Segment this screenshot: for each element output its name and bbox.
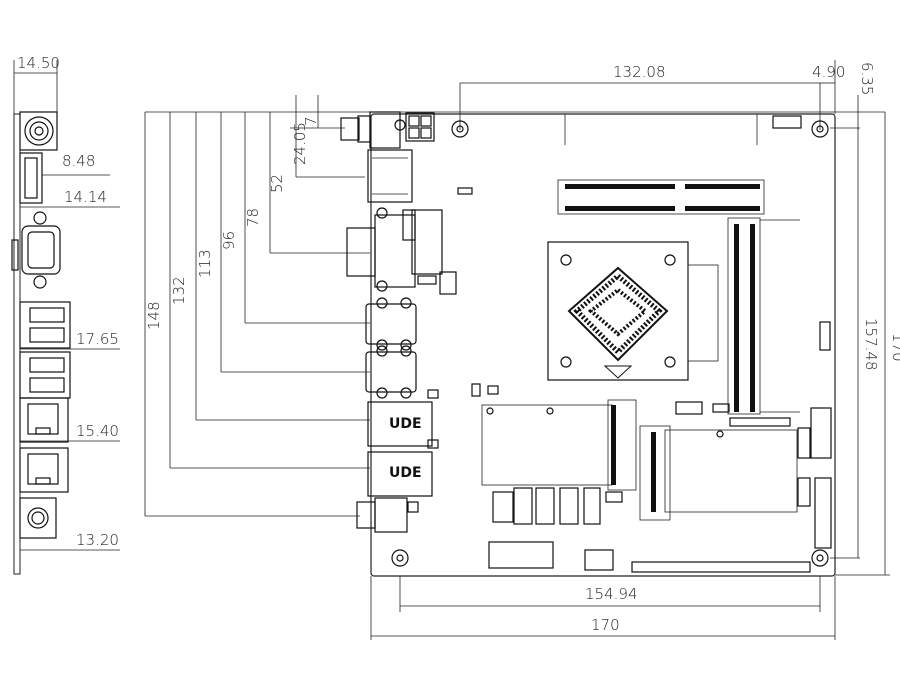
- side-lan-1: [19, 397, 69, 443]
- mini-pcie-slot-2: [639, 401, 798, 521]
- side-lan-2: [19, 447, 69, 493]
- dim-com-port: 52: [268, 174, 286, 193]
- top-view: 132.08 4.90 6.35 154.94 170 157.48 170 7…: [144, 60, 900, 640]
- dim-board-width: 170: [591, 616, 620, 634]
- dim-board-height: 170: [889, 333, 900, 362]
- side-dim-lan-depth: 15.40: [76, 422, 119, 440]
- side-dim-vga-depth: 14.14: [64, 188, 107, 206]
- dim-hole-span-top: 132.08: [613, 63, 666, 81]
- dim-hole-span-right: 157.48: [862, 318, 880, 371]
- side-audio-jack: [19, 497, 57, 539]
- cpu-package: [547, 241, 719, 381]
- dim-hole-span-bottom: 154.94: [585, 585, 638, 603]
- dim-dc-jack: 7: [302, 116, 320, 126]
- dim-lan-1: 113: [196, 249, 214, 278]
- dim-usb-stack-1: 78: [244, 208, 262, 227]
- side-view: 14.50 8.48 14.14: [11, 54, 120, 575]
- left-vertical-dims: 7 24.05 52 78 96 113 132 148: [144, 95, 370, 517]
- side-usb-stack-1: [19, 301, 71, 349]
- side-usb-stack-2: [19, 351, 71, 399]
- side-board-edge: [13, 113, 21, 575]
- sodimm-vertical: [727, 217, 831, 415]
- side-dim-usb2-depth: 17.65: [76, 330, 119, 348]
- side-dc-jack: [19, 111, 58, 151]
- dim-usb-stack-2: 96: [220, 231, 238, 250]
- dim-lan-2: 132: [170, 276, 188, 305]
- side-dim-audio-depth: 13.20: [76, 531, 119, 549]
- side-dim-usb-depth: 8.48: [62, 152, 95, 170]
- side-dim-top-width: 14.50: [17, 54, 60, 72]
- pin-headers: [402, 187, 832, 573]
- side-vga: 14.14: [11, 188, 120, 289]
- io-connectors: UDE UDE: [340, 111, 439, 533]
- mini-pcie-slot-1: [481, 399, 637, 491]
- dim-audio: 148: [145, 301, 163, 330]
- lan-1-logo: UDE: [389, 416, 422, 432]
- dim-right-hole-offset: 4.90: [812, 63, 845, 81]
- fan-header: [772, 115, 802, 129]
- sodimm-horizontal: [557, 114, 765, 215]
- mounting-holes: [391, 120, 829, 567]
- dim-power-connector: 24.05: [291, 122, 309, 165]
- side-usb-single: 8.48: [19, 152, 110, 204]
- lan-2-logo: UDE: [389, 465, 422, 481]
- dim-top-hole-offset-label: 6.35: [858, 62, 876, 95]
